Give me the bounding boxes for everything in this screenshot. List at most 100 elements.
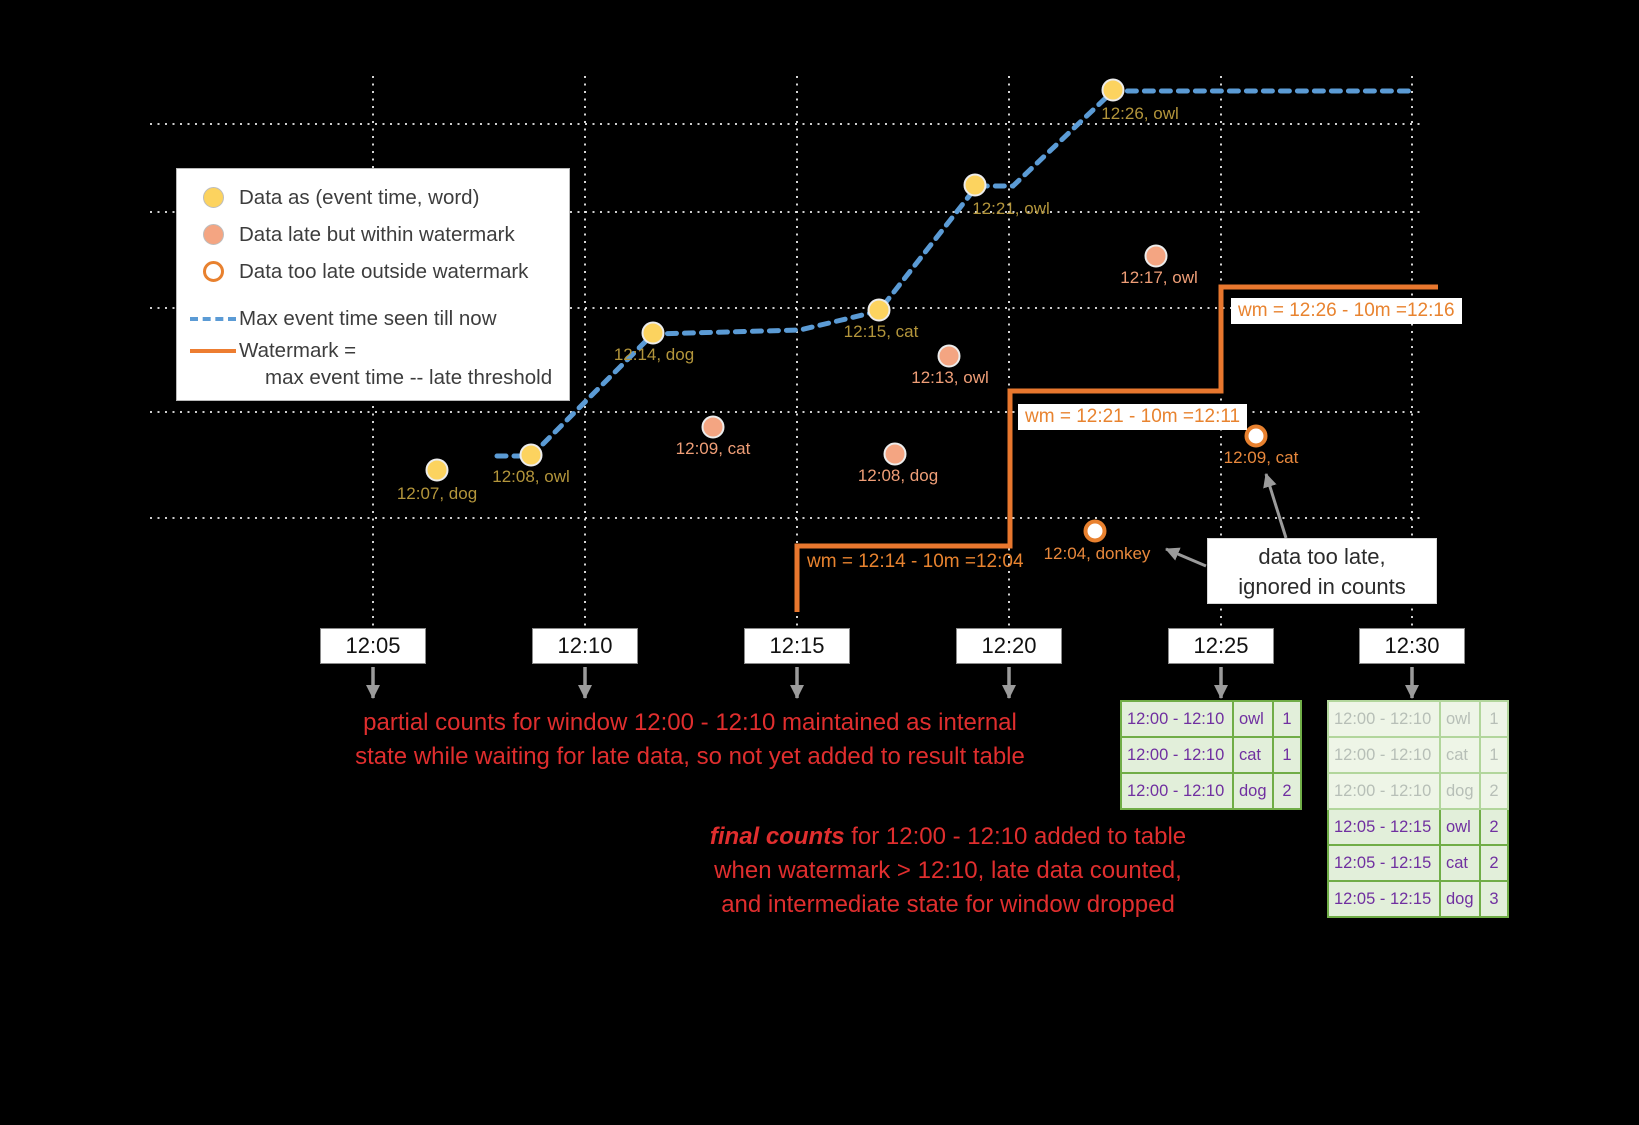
note-line: and intermediate state for window droppe… [721,891,1175,918]
point-label: 12:07, dog [396,484,478,503]
watermark-line [794,284,1438,612]
partial-counts-note: partial counts for window 12:00 - 12:10 … [355,706,1025,774]
word-cell: cat [1439,736,1481,774]
legend: Data as (event time, word) Data late but… [176,168,570,401]
tick-label: 12:25 [1193,633,1249,658]
table-row: 12:00 - 12:10 owl 1 [1120,700,1302,738]
window-cell: 12:00 - 12:10 [1120,772,1234,810]
window-cell: 12:05 - 12:15 [1327,808,1441,846]
legend-label: Max event time seen till now [239,307,497,330]
word-cell: dog [1439,772,1481,810]
word-cell: dog [1232,772,1274,810]
legend-item-late-within: Data late but within watermark [187,216,561,253]
point-label: 12:08, dog [857,466,939,485]
window-cell: 12:00 - 12:10 [1120,736,1234,774]
legend-divider-gap [187,290,561,300]
data-point-late [937,344,961,368]
max-event-time-line [494,88,1419,459]
data-point-on-time [519,443,543,467]
point-label: 12:13, owl [911,368,989,387]
data-point-on-time [867,298,891,322]
tick-label: 12:05 [345,633,401,658]
too-late-note-line: data too late, [1258,544,1386,569]
count-cell: 1 [1272,736,1302,774]
window-cell: 12:00 - 12:10 [1327,736,1441,774]
count-cell: 2 [1272,772,1302,810]
word-cell: cat [1232,736,1274,774]
dashed-line-icon [187,316,239,321]
point-label: 12:17, owl [1120,268,1198,287]
data-point-too-late [1244,424,1268,448]
word-cell: owl [1232,700,1274,738]
table-row: 12:00 - 12:10 dog 2 [1120,772,1302,810]
intermediate-state-table: 12:00 - 12:10 owl 1 12:00 - 12:10 cat 1 … [1120,700,1302,810]
window-cell: 12:05 - 12:15 [1327,844,1441,882]
late-dot-icon [187,224,239,245]
axis-arrows [366,667,1419,699]
legend-item-too-late: Data too late outside watermark [187,253,561,290]
data-point-on-time [641,321,665,345]
point-label: 12:14, dog [613,345,695,364]
point-label: 12:04, donkey [1043,544,1151,563]
note-line: when watermark > 12:10, late data counte… [714,857,1182,884]
axis-tick-12-10: 12:10 [532,628,638,664]
point-label: 12:09, cat [1223,448,1299,467]
window-cell: 12:00 - 12:10 [1327,700,1441,738]
count-cell: 3 [1479,880,1509,918]
word-cell: dog [1439,880,1481,918]
legend-item-max-event-time: Max event time seen till now [187,300,561,337]
solid-line-icon [187,349,239,353]
tick-label: 12:30 [1384,633,1440,658]
data-point-on-time [963,173,987,197]
data-point-on-time [425,458,449,482]
final-counts-note: final counts for 12:00 - 12:10 added to … [710,820,1186,922]
axis-tick-12-05: 12:05 [320,628,426,664]
data-point-late [883,442,907,466]
data-point-on-time [1101,78,1125,102]
axis-tick-12-25: 12:25 [1168,628,1274,664]
legend-label: Data late but within watermark [239,223,515,246]
point-label: 12:15, cat [843,322,919,341]
tick-label: 12:15 [769,633,825,658]
legend-item-watermark: Watermark = max event time -- late thres… [187,337,561,391]
table-row-dropped: 12:00 - 12:10 owl 1 [1327,700,1509,738]
note-line: state while waiting for late data, so no… [355,743,1025,770]
too-late-note: data too late, ignored in counts [1207,538,1437,604]
count-cell: 2 [1479,808,1509,846]
final-result-table: 12:00 - 12:10 owl 1 12:00 - 12:10 cat 1 … [1327,700,1509,918]
legend-label: Watermark = max event time -- late thres… [239,339,553,389]
watermark-label-1: wm = 12:14 - 10m =12:04 [807,551,1024,572]
window-cell: 12:05 - 12:15 [1327,880,1441,918]
point-label: 12:08, owl [492,467,570,486]
too-late-note-line: ignored in counts [1238,574,1406,599]
too-late-arrows [1165,473,1288,568]
axis-tick-12-15: 12:15 [744,628,850,664]
table-row-dropped: 12:00 - 12:10 cat 1 [1327,736,1509,774]
table-row: 12:00 - 12:10 cat 1 [1120,736,1302,774]
tick-label: 12:10 [557,633,613,658]
word-cell: owl [1439,808,1481,846]
window-cell: 12:00 - 12:10 [1327,772,1441,810]
data-point-late [1144,244,1168,268]
table-row: 12:05 - 12:15 owl 2 [1327,808,1509,846]
legend-item-on-time: Data as (event time, word) [187,179,561,216]
watermark-label-3: wm = 12:26 - 10m =12:16 [1231,298,1462,324]
table-row: 12:05 - 12:15 cat 2 [1327,844,1509,882]
data-point-late [701,415,725,439]
point-label: 12:09, cat [675,439,751,458]
table-row-dropped: 12:00 - 12:10 dog 2 [1327,772,1509,810]
note-line: partial counts for window 12:00 - 12:10 … [363,709,1017,736]
legend-label: Data too late outside watermark [239,260,529,283]
axis-tick-12-30: 12:30 [1359,628,1465,664]
word-cell: cat [1439,844,1481,882]
window-cell: 12:00 - 12:10 [1120,700,1234,738]
axis-tick-12-20: 12:20 [956,628,1062,664]
table-row: 12:05 - 12:15 dog 3 [1327,880,1509,918]
data-point-too-late [1083,519,1107,543]
count-cell: 1 [1479,736,1509,774]
count-cell: 2 [1479,772,1509,810]
legend-label: Data as (event time, word) [239,186,480,209]
count-cell: 1 [1479,700,1509,738]
too-late-circle-icon [187,261,239,282]
